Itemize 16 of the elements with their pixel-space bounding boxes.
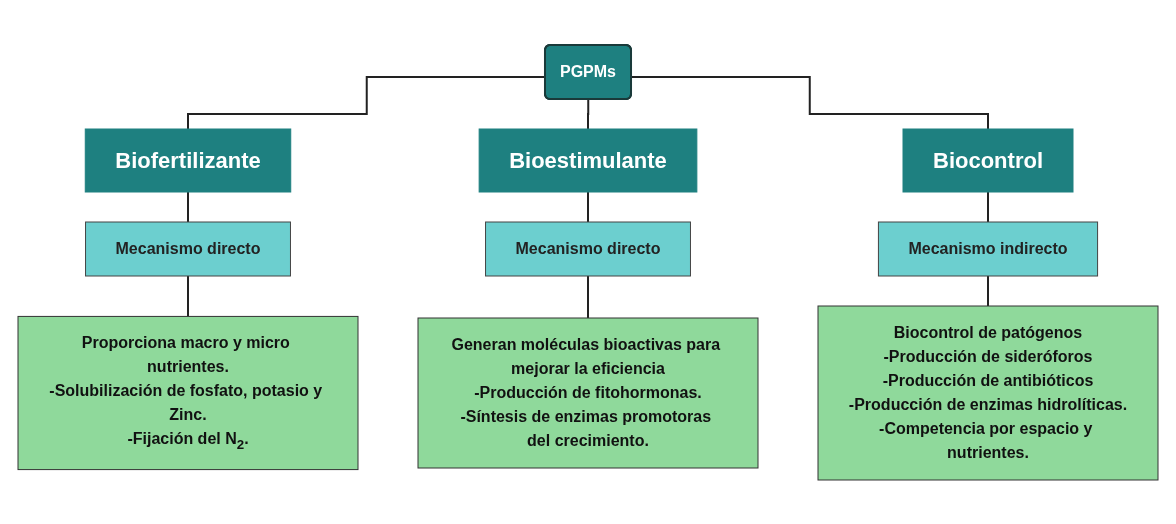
connector	[587, 190, 589, 223]
connector	[587, 274, 589, 319]
connector	[987, 190, 989, 223]
node-box: Biocontrol	[902, 128, 1074, 192]
node-box: Bioestimulante	[478, 128, 698, 192]
node-box: Biocontrol de patógenos -Producción de sideróforos -Producción de antibióticos -Producción de enzimas hidrolíticas. -Competencia por espacio y nutrientes.	[817, 305, 1159, 480]
node-box: Biofertilizante	[84, 128, 292, 192]
connector	[587, 98, 590, 130]
node-box: Mecanismo directo	[485, 221, 691, 276]
node-box: Mecanismo indirecto	[877, 221, 1099, 276]
connector	[187, 190, 189, 223]
connector	[987, 274, 989, 307]
node-box: Generan moléculas bioactivas para mejorar la eficiencia -Producción de fitohormonas. -Síntesis de enzimas promotoras del crecimiento.	[417, 317, 759, 468]
node-box: Mecanismo directo	[85, 221, 291, 276]
node-box: Proporciona macro y micro nutrientes. -Solubilización de fosfato, potasio y Zinc. -Fijación del N$_{2}$.	[17, 315, 359, 470]
connector	[187, 274, 189, 317]
